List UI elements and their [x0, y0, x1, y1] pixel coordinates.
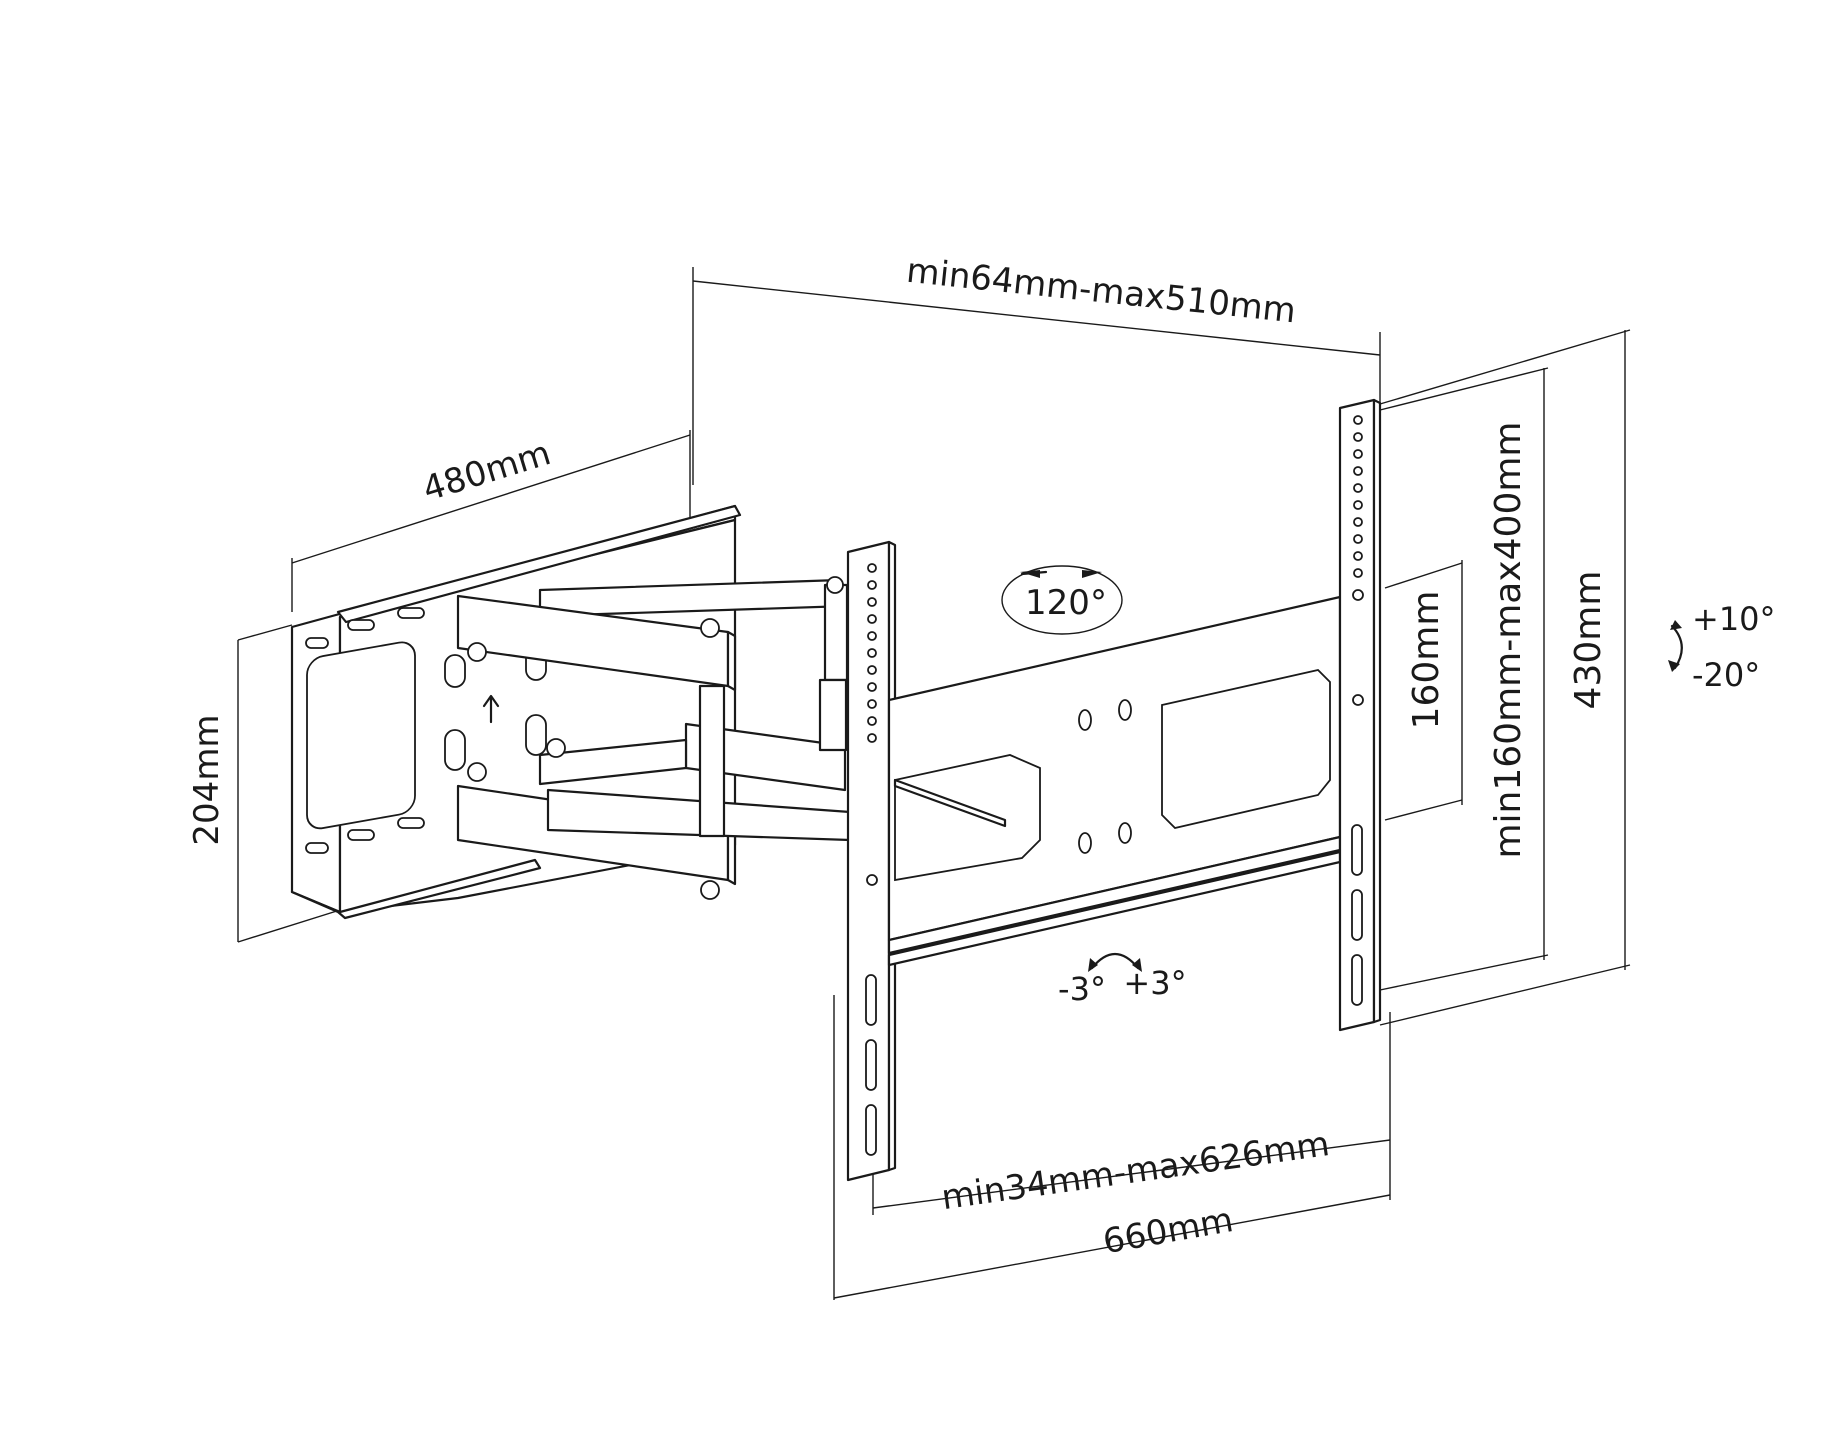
label-wall-width: 480mm	[418, 433, 555, 510]
tilt-indicator	[1668, 620, 1683, 672]
label-vesa-inner: 160mm	[1406, 591, 1447, 730]
center-plate	[887, 595, 1342, 967]
label-total-width: 660mm	[1100, 1200, 1236, 1262]
label-wall-height: 204mm	[187, 714, 227, 845]
label-tilt-down: -20°	[1692, 656, 1760, 694]
rail-holes-left	[865, 563, 878, 1156]
swivel-indicator	[1001, 565, 1123, 635]
label-vesa-range: min160mm-max400mm	[1488, 421, 1529, 858]
label-total-height: 430mm	[1568, 571, 1609, 710]
right-vesa-rail	[1338, 398, 1382, 1032]
label-horizontal-range: min34mm-max626mm	[939, 1124, 1332, 1218]
label-tilt-up: +10°	[1692, 600, 1776, 638]
label-rotate-left: -3°	[1058, 970, 1106, 1008]
rotate-indicator	[1088, 952, 1142, 972]
label-swivel: 120°	[1025, 583, 1107, 623]
dimension-lines	[237, 267, 1631, 1300]
label-arm-extension: min64mm-max510mm	[905, 251, 1298, 332]
swing-arms	[456, 576, 852, 900]
rail-holes-right	[1351, 415, 1364, 1006]
label-rotate-right: +3°	[1123, 964, 1186, 1002]
